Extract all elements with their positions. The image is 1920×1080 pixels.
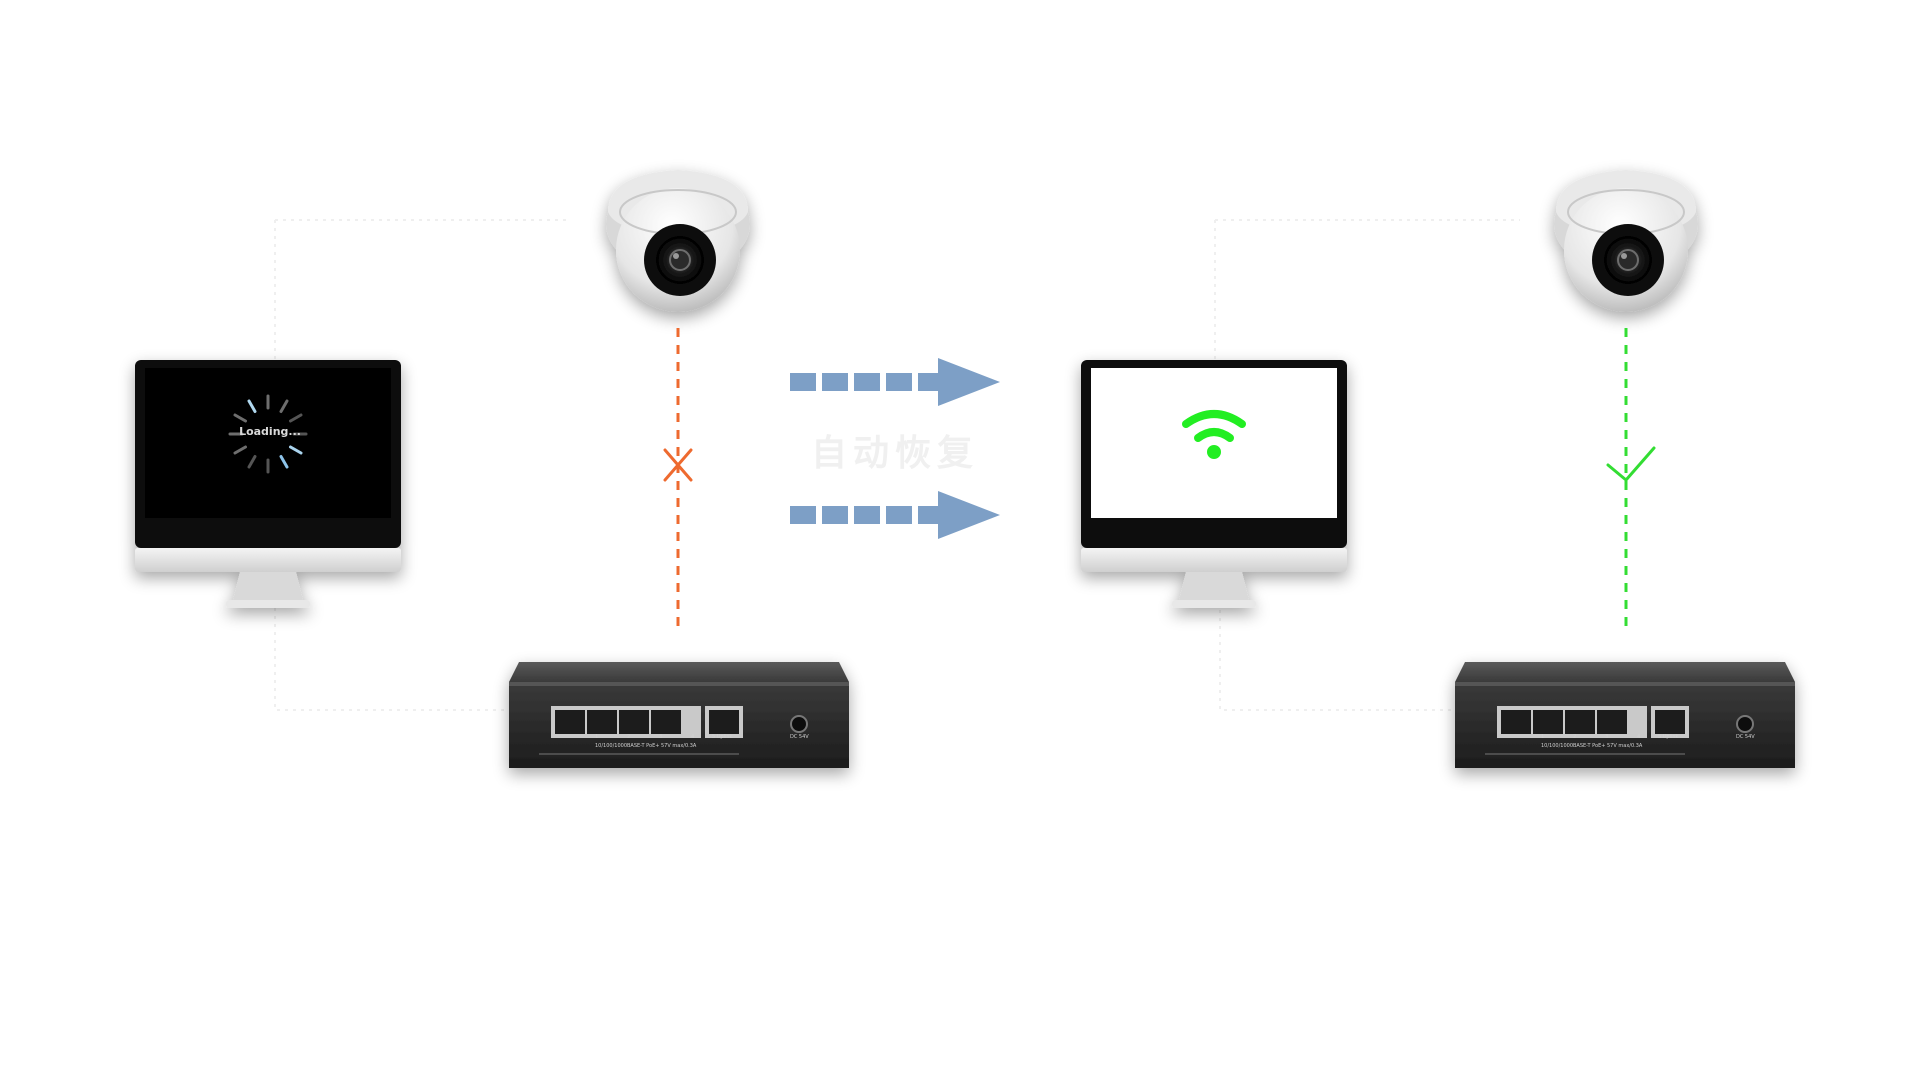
- port-number-1-right: 1: [1541, 734, 1545, 740]
- auto-recovery-label: 自动恢复: [810, 433, 979, 474]
- left-camera: [605, 169, 751, 313]
- spec-label-right: 10/100/1000BASE-T PoE+ 57V max/0.3A: [1541, 743, 1643, 749]
- port-number-2: 2: [627, 734, 631, 740]
- right-poe-switch: [1454, 661, 1796, 769]
- uplink-label-right: 5 Uplink: [1658, 734, 1679, 740]
- power-label: DC 54V: [790, 734, 809, 740]
- left-monitor: [135, 360, 401, 608]
- right-connection-frame: [1214, 219, 1520, 711]
- port-number-3-right: 3: [1605, 734, 1609, 740]
- arrow-right-icon-lower: [790, 491, 1000, 539]
- check-mark-icon: [1606, 446, 1656, 482]
- power-label-right: DC 54V: [1736, 734, 1755, 740]
- loading-text: Loading...: [239, 425, 301, 438]
- loading-spinner-icon: [228, 394, 308, 474]
- cross-mark-icon: [663, 448, 693, 482]
- uplink-label: 5 Uplink: [712, 734, 733, 740]
- left-connection-frame: [274, 219, 570, 711]
- port-number-4-right: 4: [1637, 734, 1641, 740]
- spec-label: 10/100/1000BASE-T PoE+ 57V max/0.3A: [595, 743, 697, 749]
- right-camera: [1553, 169, 1699, 313]
- right-monitor: [1081, 360, 1347, 608]
- port-number-2-right: 2: [1573, 734, 1577, 740]
- port-number-3: 3: [659, 734, 663, 740]
- arrow-right-icon: [790, 358, 1000, 406]
- wifi-icon: [1182, 410, 1246, 459]
- port-number-1: 1: [595, 734, 599, 740]
- left-poe-switch: [508, 661, 850, 769]
- port-number-4: 4: [691, 734, 695, 740]
